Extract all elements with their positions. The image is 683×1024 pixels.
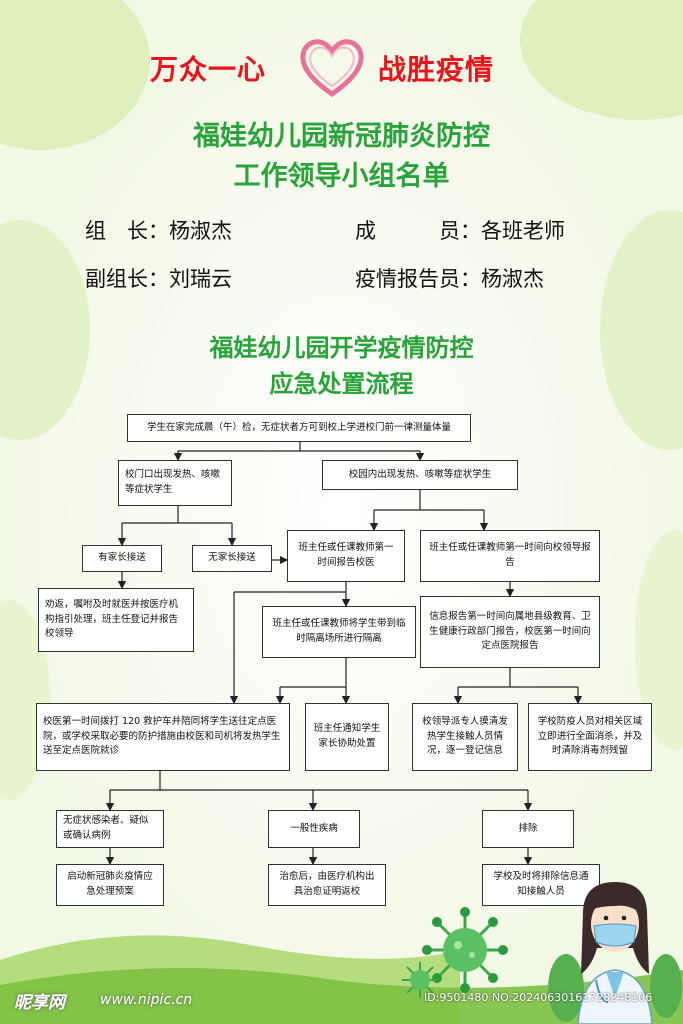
virus-icon-small [402,962,438,998]
flow-campus-symptom: 校园内出现发热、咳嗽等症状学生 [322,460,518,490]
flow-gate-symptom: 校门口出现发热、咳嗽等症状学生 [118,460,232,506]
flow-start: 学生在家完成晨（午）检，无症状者方可到校上学进校门前一律测量体量 [127,414,471,442]
flow-isolate: 班主任或任课教师将学生带到临时隔离场所进行隔离 [262,606,416,658]
leader-label: 组 长： [85,219,169,243]
flow-report-info: 信息报告第一时间向属地县级教育、卫生健康行政部门报告，校医第一时间向定点医院报告 [420,596,600,668]
watermark-logo: 昵享网 [14,993,65,1013]
flow-notify-parent: 班主任通知学生家长协助处置 [305,703,389,771]
flow-report-doctor: 班主任或任课教师第一时间报告校医 [287,530,405,582]
nurse-illustration [548,882,682,1024]
flow-contact-trace: 校领导派专人摸清发热学生接触人员情况，逐一登记信息 [412,703,518,771]
deputy-row: 副组长：刘瑞云 [85,263,232,293]
watermark-site: www.nipic.cn [100,992,193,1008]
deputy-label: 副组长： [85,267,169,291]
virus-icon [422,907,508,993]
flow-with-parent: 有家长接送 [82,545,162,572]
reporter-name: 杨淑杰 [481,267,544,291]
flow-case-excluded: 排除 [482,810,574,848]
heart-icon [300,39,364,98]
watermark-id: ID:9501480 NO:20240630161728248106 [424,991,653,1004]
flow-case-general: 一般性疾病 [268,810,360,848]
flow-cure-return: 治愈后，由医疗机构出具治愈证明返校 [268,864,386,906]
slogan-right: 战胜疫情 [378,53,495,86]
flow-advise-home: 劝返，嘱咐及时就医并按医疗机构指引处理，班主任登记并报告校领导 [38,588,194,652]
leader-row: 组 长：杨淑杰 [85,215,232,245]
flow-notify-contacts: 学校及时将排除信息通知接触人员 [482,864,600,906]
leader-name: 杨淑杰 [169,219,232,243]
flow-case-confirmed: 无症状感染者、疑似或确认病例 [56,810,164,848]
flow-no-parent: 无家长接送 [192,545,272,572]
flow-plan-start: 启动新冠肺炎疫情应急处理预案 [56,864,164,906]
flow-report-leader: 班主任或任课教师第一时间向校领导报告 [420,530,600,582]
page-title-line2: 工作领导小组名单 [233,161,450,192]
member-row: 成 员：各班老师 [355,215,565,245]
flow-title-line1: 福娃幼儿园开学疫情防控 [209,334,474,362]
reporter-row: 疫情报告员：杨淑杰 [355,263,544,293]
deputy-name: 刘瑞云 [169,267,232,291]
member-name: 各班老师 [481,219,565,243]
member-label: 成 员： [355,219,481,243]
page-title-line1: 福娃幼儿园新冠肺炎防控 [193,121,490,152]
flow-call-120: 校医第一时间拨打 120 救护车并陪同将学生送往定点医院，或学校采取必要的防护措… [36,703,290,771]
reporter-label: 疫情报告员： [355,267,481,291]
flow-title-line2: 应急处置流程 [269,370,414,398]
flow-disinfect: 学校防疫人员对相关区域立即进行全面消杀，并及时清除消毒剂残留 [528,703,652,771]
slogan-left: 万众一心 [150,53,267,86]
